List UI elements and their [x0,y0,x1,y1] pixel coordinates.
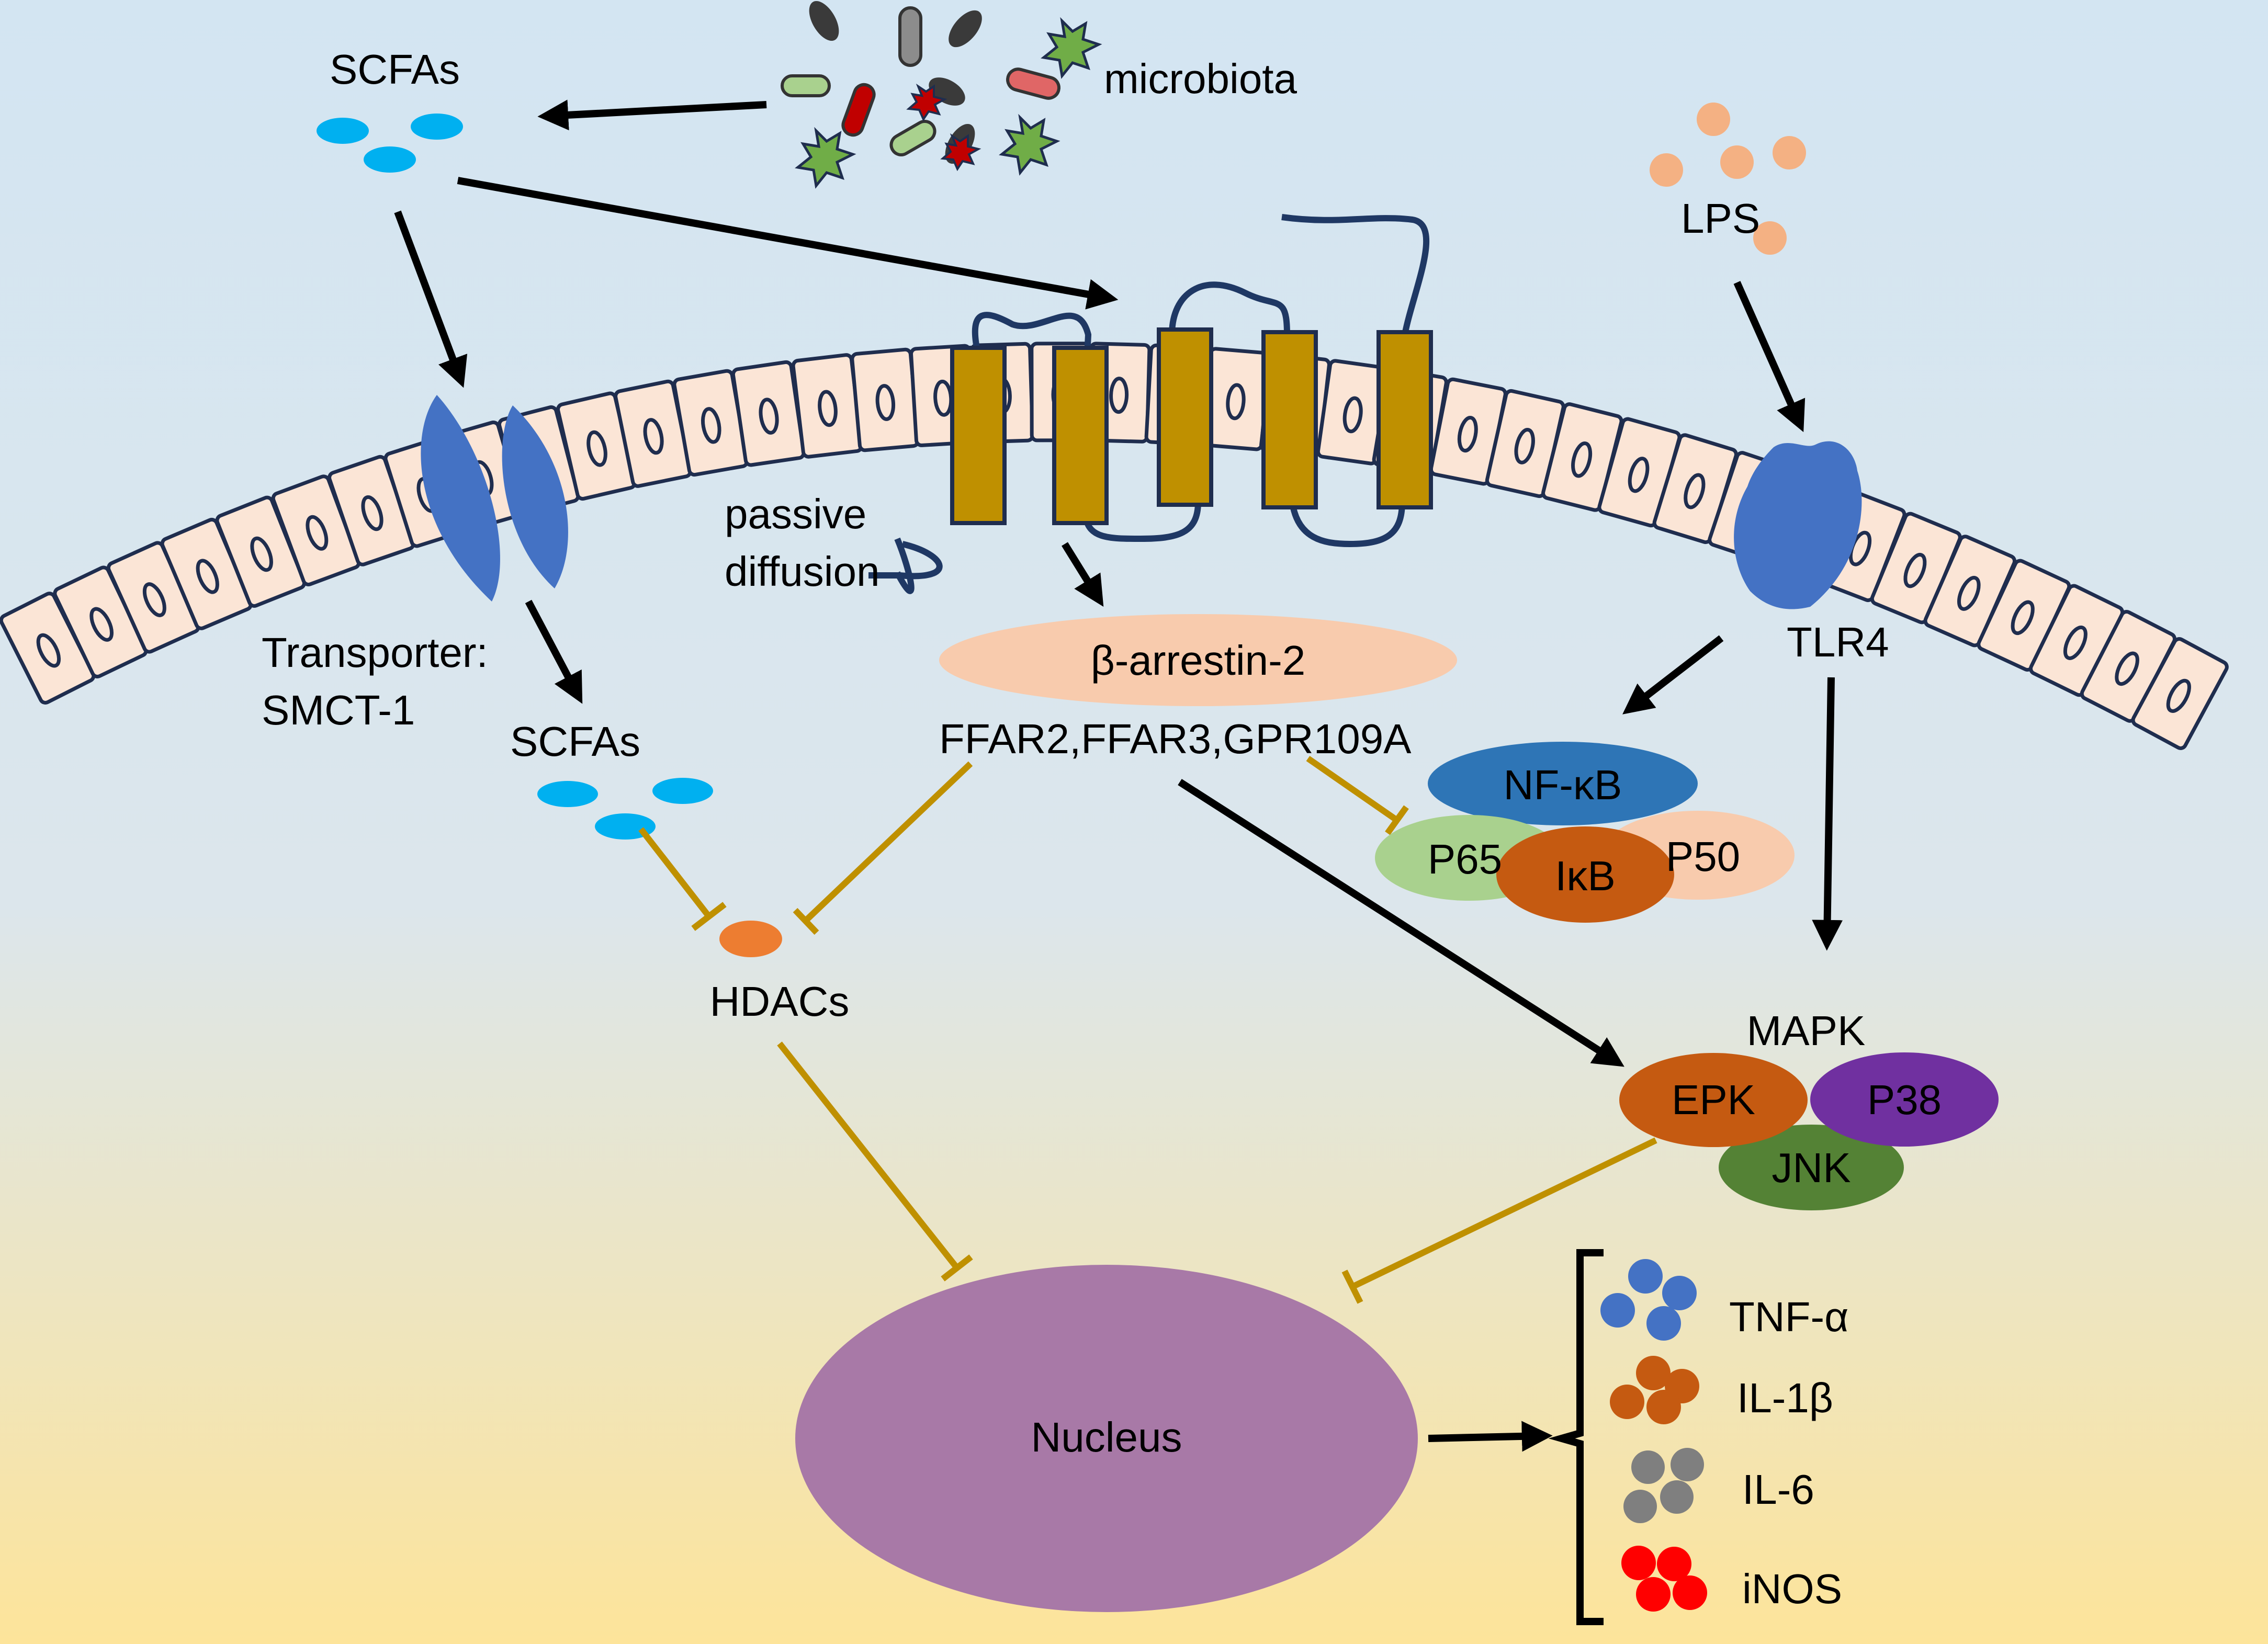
transporter-left [421,395,500,602]
cytokine-bracket [1548,1249,1604,1625]
b-arrestin-node [939,614,1457,706]
activation-arrows [394,99,1843,1452]
transporter-right [502,405,568,588]
label-hdacs: HDACs [710,978,850,1025]
tnf-alpha-dots [1600,1259,1697,1341]
gpcr-loop-3 [1169,281,1290,335]
label-tnf: TNF-α [1729,1294,1848,1340]
il1b-dots [1610,1356,1699,1424]
nucleus-node [795,1265,1418,1612]
arrow-receptors-to-mapk [1178,779,1624,1067]
gpcr-loop-1 [972,312,1092,357]
arrow-nucleus-to-cytokines [1428,1421,1553,1452]
label-nfkb: NF-κB [1504,762,1622,808]
gpcr-helix-3 [1157,327,1213,507]
arrow-transporter-to-scfa [525,599,583,704]
gpcr-receptor-icon [868,214,1433,594]
label-diffusion: diffusion [725,548,880,595]
p38-node [1810,1052,1999,1147]
membrane-cell [850,347,920,452]
label-nucleus: Nucleus [1031,1414,1182,1460]
label-lps: LPS [1681,195,1760,242]
arrow-gpcr-to-barrestin [1062,542,1104,607]
label-p38: P38 [1867,1076,1942,1123]
inhibition-lines [638,756,1657,1304]
gpcr-helix-4 [1261,330,1318,509]
transporter-icon [421,395,568,602]
label-microbiota: microbiota [1104,55,1297,102]
arrow-scfa-to-transporter [394,210,468,388]
tlr4-receptor-icon [1734,441,1862,609]
label-jnk: JNK [1771,1144,1850,1191]
label-smct1: SMCT-1 [262,687,415,733]
label-transporter: Transporter: [262,629,488,676]
text-labels: SCFAs microbiota LPS passive diffusion T… [262,46,1942,1612]
label-p65: P65 [1428,836,1502,882]
label-il6: IL-6 [1742,1466,1814,1513]
label-receptors: FFAR2,FFAR3,GPR109A [939,716,1412,762]
label-scfas-inner: SCFAs [510,718,640,765]
membrane-cell [614,379,693,488]
epk-node [1619,1053,1808,1147]
label-ikb: IκB [1555,853,1616,899]
membrane-cell [672,369,749,477]
bacteria-icon [781,1,1102,189]
gpcr-loop [894,537,915,594]
lps-molecule-icon [1650,103,1806,255]
arrow-tlr4-to-nfkb [1622,635,1724,715]
mapk-complex [1619,1052,1999,1210]
label-tlr4: TLR4 [1787,619,1889,665]
hdac-molecule [719,921,782,957]
label-epk: EPK [1672,1076,1755,1123]
scfa-molecule-icon [317,114,713,840]
membrane-cell [1870,512,1962,625]
membrane-cell [1541,402,1623,512]
label-p50: P50 [1666,833,1740,880]
membrane-cell [1316,359,1390,466]
label-inos: iNOS [1742,1566,1842,1612]
ikb-node [1496,826,1674,923]
label-mapk: MAPK [1747,1007,1866,1054]
nfkb-node [1428,742,1698,825]
inos-dots [1621,1546,1707,1612]
label-b-arrestin: β-arrestin-2 [1091,637,1306,684]
arrow-lps-to-tlr4 [1733,281,1806,433]
arrow-scfa-to-gpcr [457,177,1119,310]
il6-dots [1623,1448,1704,1523]
gpcr-helix-1 [950,346,1007,525]
nfkb-complex [1375,742,1795,923]
gpcr-n-terminal [868,541,943,580]
label-scfas-top: SCFAs [330,46,460,93]
membrane-cell [2131,637,2229,750]
arrow-tlr4-to-mapk [1812,677,1843,951]
arrow-microbiota-to-scfa [537,99,767,131]
label-il1b: IL-1β [1737,1375,1833,1421]
label-passive: passive [725,491,866,537]
gpcr-loop-5 [1281,214,1429,336]
gpcr-loop-2 [1082,502,1201,542]
gpcr-helix-2 [1052,346,1109,525]
gpcr-helix-5 [1376,330,1433,509]
gpcr-loop-4 [1289,502,1405,548]
jnk-node [1719,1125,1904,1210]
